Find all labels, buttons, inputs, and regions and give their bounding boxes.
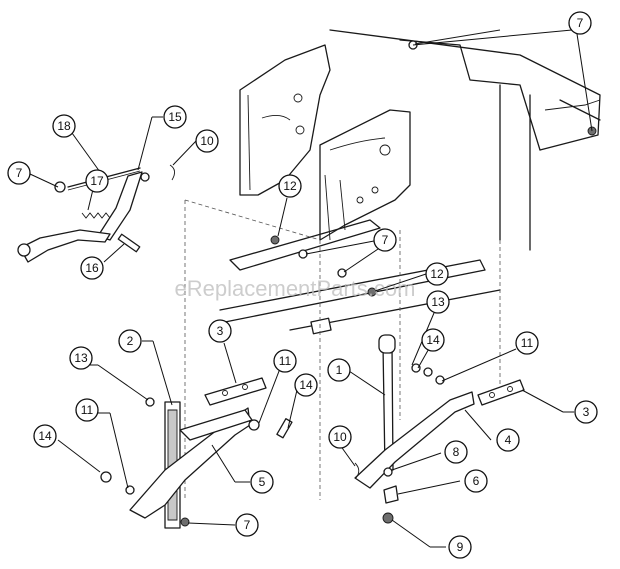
callout-8[interactable]: 8 — [444, 440, 468, 464]
callout-bubbles: 7 18 15 10 7 17 12 7 16 12 13 3 2 14 11 … — [7, 11, 598, 559]
callout-label: 3 — [583, 405, 590, 419]
callout-label: 7 — [382, 233, 389, 247]
callout-7[interactable]: 7 — [568, 11, 592, 35]
callout-label: 14 — [38, 429, 52, 443]
callout-label: 18 — [57, 119, 71, 133]
callout-11[interactable]: 11 — [515, 331, 539, 355]
callout-label: 1 — [336, 363, 343, 377]
callout-label: 11 — [279, 354, 292, 368]
callout-label: 9 — [457, 540, 464, 554]
callout-label: 2 — [127, 334, 134, 348]
callout-label: 4 — [505, 433, 512, 447]
callout-11[interactable]: 11 — [75, 398, 99, 422]
callout-label: 5 — [259, 475, 266, 489]
callout-7[interactable]: 7 — [373, 228, 397, 252]
callout-label: 10 — [200, 134, 214, 148]
callout-5[interactable]: 5 — [250, 470, 274, 494]
right-pedal-assembly — [270, 29, 597, 524]
callout-13[interactable]: 13 — [426, 290, 450, 314]
callout-2[interactable]: 2 — [118, 329, 142, 353]
callout-4[interactable]: 4 — [496, 428, 520, 452]
callout-17[interactable]: 17 — [85, 169, 109, 193]
callout-15[interactable]: 15 — [163, 105, 187, 129]
callout-10[interactable]: 10 — [195, 129, 219, 153]
callout-16[interactable]: 16 — [80, 256, 104, 280]
callout-label: 7 — [16, 166, 23, 180]
callout-label: 6 — [473, 474, 480, 488]
frame-assembly — [184, 29, 601, 500]
callout-12[interactable]: 12 — [425, 262, 449, 286]
callout-label: 7 — [577, 16, 584, 30]
callout-label: 15 — [168, 110, 182, 124]
shift-linkage — [17, 164, 175, 263]
callout-leaders — [29, 29, 593, 548]
callout-label: 16 — [85, 261, 99, 275]
callout-14[interactable]: 14 — [421, 328, 445, 352]
callout-9[interactable]: 9 — [448, 535, 472, 559]
callout-11[interactable]: 11 — [273, 349, 297, 373]
callout-1[interactable]: 1 — [327, 358, 351, 382]
callout-label: 12 — [283, 179, 297, 193]
callout-label: 8 — [453, 445, 460, 459]
callout-12[interactable]: 12 — [278, 174, 302, 198]
callout-label: 7 — [244, 518, 251, 532]
callout-label: 10 — [333, 430, 347, 444]
callout-14[interactable]: 14 — [294, 373, 318, 397]
left-pedal-assembly — [100, 377, 293, 529]
callout-label: 3 — [217, 324, 224, 338]
callout-7[interactable]: 7 — [7, 161, 31, 185]
callout-10[interactable]: 10 — [328, 425, 352, 449]
callout-6[interactable]: 6 — [464, 469, 488, 493]
callout-label: 14 — [299, 378, 313, 392]
callout-label: 13 — [74, 351, 88, 365]
callout-3[interactable]: 3 — [574, 400, 598, 424]
callout-label: 17 — [90, 174, 104, 188]
callout-3[interactable]: 3 — [208, 319, 232, 343]
callout-label: 14 — [426, 333, 440, 347]
callout-14[interactable]: 14 — [33, 424, 57, 448]
callout-label: 11 — [521, 336, 534, 350]
callout-13[interactable]: 13 — [69, 346, 93, 370]
watermark: eReplacementParts.com — [175, 276, 416, 301]
callout-7[interactable]: 7 — [235, 513, 259, 537]
callout-18[interactable]: 18 — [52, 114, 76, 138]
callout-label: 13 — [431, 295, 445, 309]
callout-label: 11 — [81, 403, 94, 417]
callout-label: 12 — [430, 267, 444, 281]
